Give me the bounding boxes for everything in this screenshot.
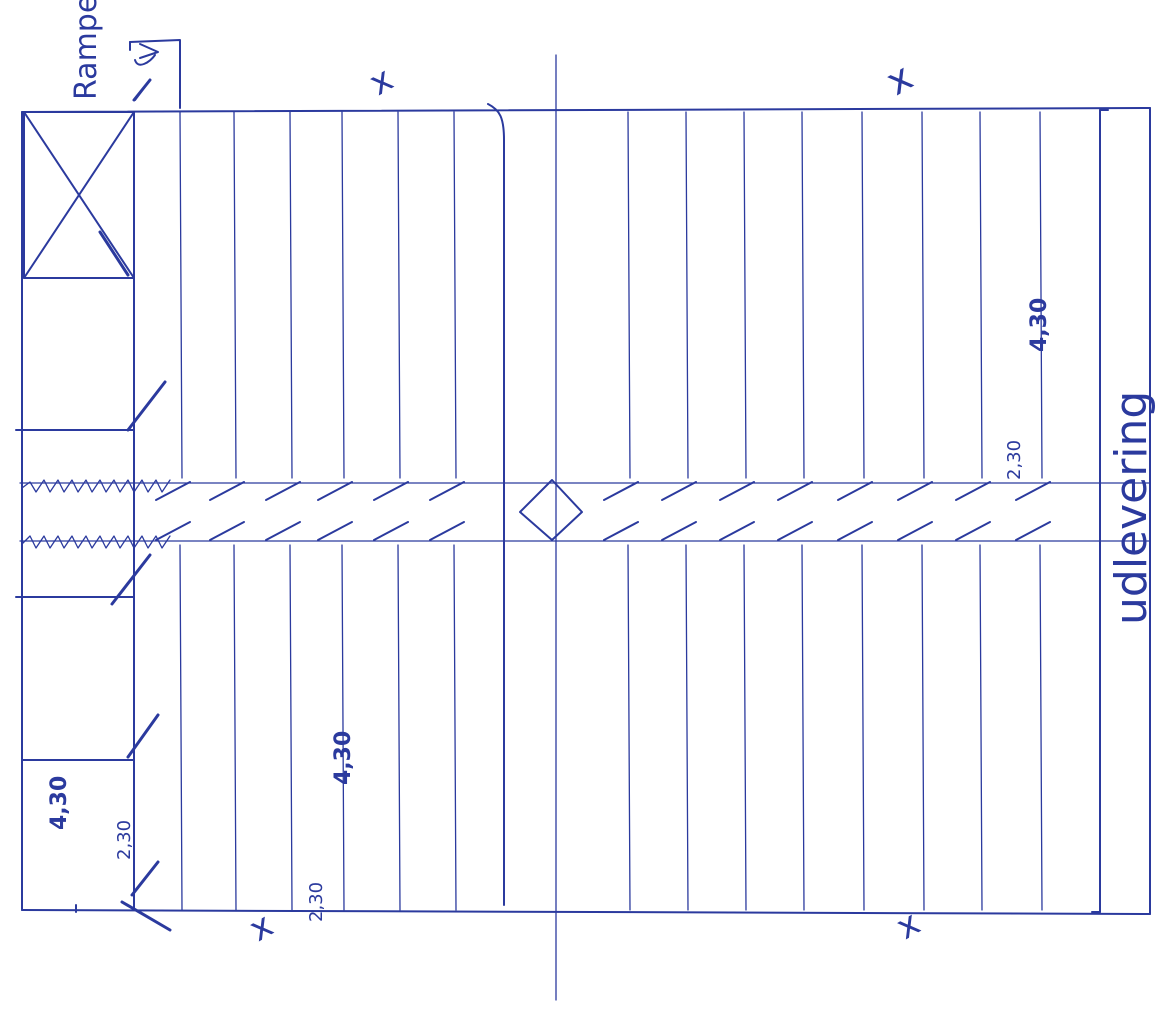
- upper-stall-row: [179, 111, 1043, 479]
- stall-width-label-lower: 2,30: [306, 882, 327, 922]
- aisle-arrow-mark: [373, 481, 409, 501]
- pillar-mark-top-left: x: [363, 59, 400, 104]
- stall-divider-line: [397, 111, 401, 479]
- aisle-arrow-mark: [209, 521, 245, 541]
- aisle-arrow-mark: [265, 481, 301, 501]
- stall-divider-line: [453, 111, 457, 479]
- stall-divider-line: [921, 111, 925, 479]
- stall-divider-line: [179, 544, 183, 911]
- aisle-arrow-mark: [719, 521, 755, 541]
- pillar-mark-top-right: x: [879, 54, 920, 103]
- top-curved-wall: [487, 103, 505, 906]
- pillar-mark-label: x: [890, 903, 927, 948]
- aisle-arrow-mark: [155, 521, 191, 541]
- stall-divider-line: [685, 544, 689, 911]
- delivery-label: udlevering: [1106, 391, 1157, 625]
- stall-divider-line: [861, 111, 865, 479]
- aisle-arrow-mark: [955, 481, 991, 501]
- aisle-arrow-mark: [777, 481, 813, 501]
- aisle-arrow-mark: [955, 521, 991, 541]
- aisle-arrow-mark: [603, 521, 639, 541]
- aisle-direction-chevrons: [155, 481, 1051, 541]
- stall-depth-label-left: 4,30: [47, 776, 72, 830]
- aisle-arrow-mark: [603, 481, 639, 501]
- stall-divider-line: [801, 544, 805, 911]
- aisle-arrow-mark: [373, 521, 409, 541]
- aisle-arrow-mark: [429, 521, 465, 541]
- stall-divider-line: [627, 111, 631, 479]
- aisle-arrow-mark: [317, 521, 353, 541]
- stall-divider-line: [743, 111, 747, 479]
- column-tick-marks: [98, 78, 172, 932]
- stall-width-label-left: 2,30: [114, 820, 135, 860]
- stall-divider-line: [921, 544, 925, 911]
- aisle-arrow-mark: [837, 481, 873, 501]
- stall-divider-line: [1039, 111, 1043, 479]
- aisle-arrow-mark: [661, 521, 697, 541]
- stall-divider-line: [289, 544, 293, 911]
- stall-depth-label-lower: 4,30: [331, 731, 356, 785]
- stall-divider-line: [743, 544, 747, 911]
- aisle-arrow-mark: [317, 481, 353, 501]
- aisle-arrow-mark: [897, 521, 933, 541]
- aisle-arrow-mark: [155, 481, 191, 501]
- stall-divider-line: [801, 111, 805, 479]
- stall-divider-line: [397, 544, 401, 911]
- aisle-arrow-mark: [1015, 481, 1051, 501]
- stall-depth-label-upper: 4,30: [1027, 298, 1052, 352]
- stall-divider-line: [979, 111, 983, 479]
- stall-divider-line: [341, 544, 345, 911]
- aisle-entry-hatching: [21, 479, 171, 549]
- stall-divider-line: [341, 111, 345, 479]
- stall-width-label-upper: 2,30: [1004, 440, 1025, 480]
- stall-divider-line: [289, 111, 293, 479]
- building-outline: [21, 107, 1151, 915]
- aisle-arrow-mark: [265, 521, 301, 541]
- aisle-arrow-mark: [209, 481, 245, 501]
- aisle-arrow-mark: [661, 481, 697, 501]
- aisle-arrow-mark: [777, 521, 813, 541]
- pillar-mark-bottom-right: x: [890, 903, 927, 948]
- pillar-mark-label: x: [363, 59, 400, 104]
- stall-divider-line: [979, 544, 983, 911]
- drive-aisle: [19, 482, 1151, 542]
- stall-divider-line: [861, 544, 865, 911]
- stall-divider-line: [685, 111, 689, 479]
- lower-stall-row: [179, 544, 1043, 911]
- stall-divider-line: [179, 111, 183, 479]
- stall-divider-line: [627, 544, 631, 911]
- aisle-arrow-mark: [897, 481, 933, 501]
- aisle-arrow-mark: [719, 481, 755, 501]
- aisle-arrow-mark: [837, 521, 873, 541]
- aisle-arrow-mark: [1015, 521, 1051, 541]
- aisle-center-diamond: [519, 479, 583, 541]
- aisle-arrow-mark: [429, 481, 465, 501]
- stall-divider-line: [453, 544, 457, 911]
- ramp-void-box: [23, 111, 135, 279]
- stall-divider-line: [233, 111, 237, 479]
- left-service-column: [15, 111, 135, 913]
- ramp-label: Rampe: [69, 0, 104, 100]
- stall-divider-line: [233, 544, 237, 911]
- pillar-mark-label: x: [879, 54, 920, 103]
- stall-divider-line: [1039, 544, 1043, 911]
